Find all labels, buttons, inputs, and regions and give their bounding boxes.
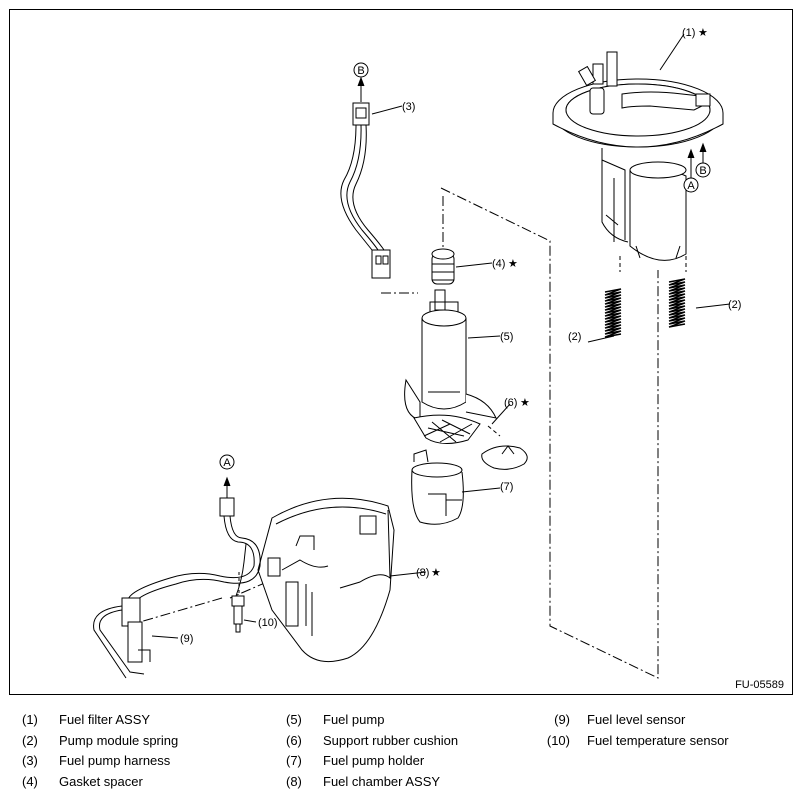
callout-1: (1): [682, 27, 695, 39]
callout-9: (9): [180, 633, 193, 645]
callout-1-star: ★: [698, 27, 708, 39]
legend-number: (4): [22, 774, 38, 789]
fuel-pump: [404, 289, 497, 444]
legend-label: Fuel level sensor: [587, 712, 686, 727]
legend-number: (10): [546, 733, 570, 748]
figure-id: FU-05589: [735, 679, 784, 691]
fuel-pump-harness: [340, 76, 391, 279]
legend-label: Fuel chamber ASSY: [323, 774, 441, 789]
legend-label: Fuel pump harness: [59, 753, 171, 768]
legend-number: (9): [554, 712, 570, 727]
legend-number: (8): [286, 774, 302, 789]
connector-a-left: A: [223, 457, 231, 469]
legend-label: Gasket spacer: [59, 774, 143, 789]
legend-number: (7): [286, 753, 302, 768]
callout-3: (3): [402, 101, 415, 113]
diagram-frame: (1) ★ (2) (2) (3) (4) ★ (5) (6) ★ (7) (8…: [9, 9, 793, 695]
legend-number: (1): [22, 712, 38, 727]
callout-6: (6): [504, 397, 517, 409]
legend-label: Fuel temperature sensor: [587, 733, 729, 748]
callout-5: (5): [500, 331, 513, 343]
callout-8-star: ★: [431, 567, 441, 579]
legend-label: Fuel pump holder: [323, 753, 425, 768]
callout-2-left: (2): [568, 331, 581, 343]
callout-8: (8): [416, 567, 429, 579]
legend-label: Fuel filter ASSY: [59, 712, 151, 727]
connector-a-right: A: [687, 180, 695, 192]
exploded-diagram: (1) ★ (2) (2) (3) (4) ★ (5) (6) ★ (7) (8…: [93, 27, 741, 679]
connector-b-top: B: [357, 65, 364, 77]
pump-module-springs: [604, 278, 686, 338]
fuel-chamber-assy: [257, 497, 395, 663]
legend-number: (3): [22, 753, 38, 768]
leader-lines: [151, 33, 731, 639]
fuel-temperature-sensor: [231, 572, 245, 633]
gasket-spacer: [431, 248, 455, 285]
legend-number: (5): [286, 712, 302, 727]
callout-4: (4): [492, 258, 505, 270]
callout-6-star: ★: [520, 397, 530, 409]
assembly-guide-lines: [139, 187, 659, 679]
support-rubber-cushion: [481, 425, 528, 470]
connector-b-right: B: [699, 165, 706, 177]
fuel-level-sensor: [93, 476, 261, 679]
legend-label: Pump module spring: [59, 733, 179, 748]
fuel-filter-assy: [552, 51, 724, 272]
legend-label: Support rubber cushion: [323, 733, 459, 748]
legend-label: Fuel pump: [323, 712, 385, 727]
callout-7: (7): [500, 481, 513, 493]
connector-markers: [219, 62, 711, 470]
parts-legend: (1) Fuel filter ASSY (2) Pump module spr…: [0, 708, 804, 800]
legend-number: (6): [286, 733, 302, 748]
callout-2-right: (2): [728, 299, 741, 311]
callout-4-star: ★: [508, 258, 518, 270]
legend-number: (2): [22, 733, 38, 748]
callout-10: (10): [258, 617, 278, 629]
fuel-pump-holder: [411, 449, 464, 525]
